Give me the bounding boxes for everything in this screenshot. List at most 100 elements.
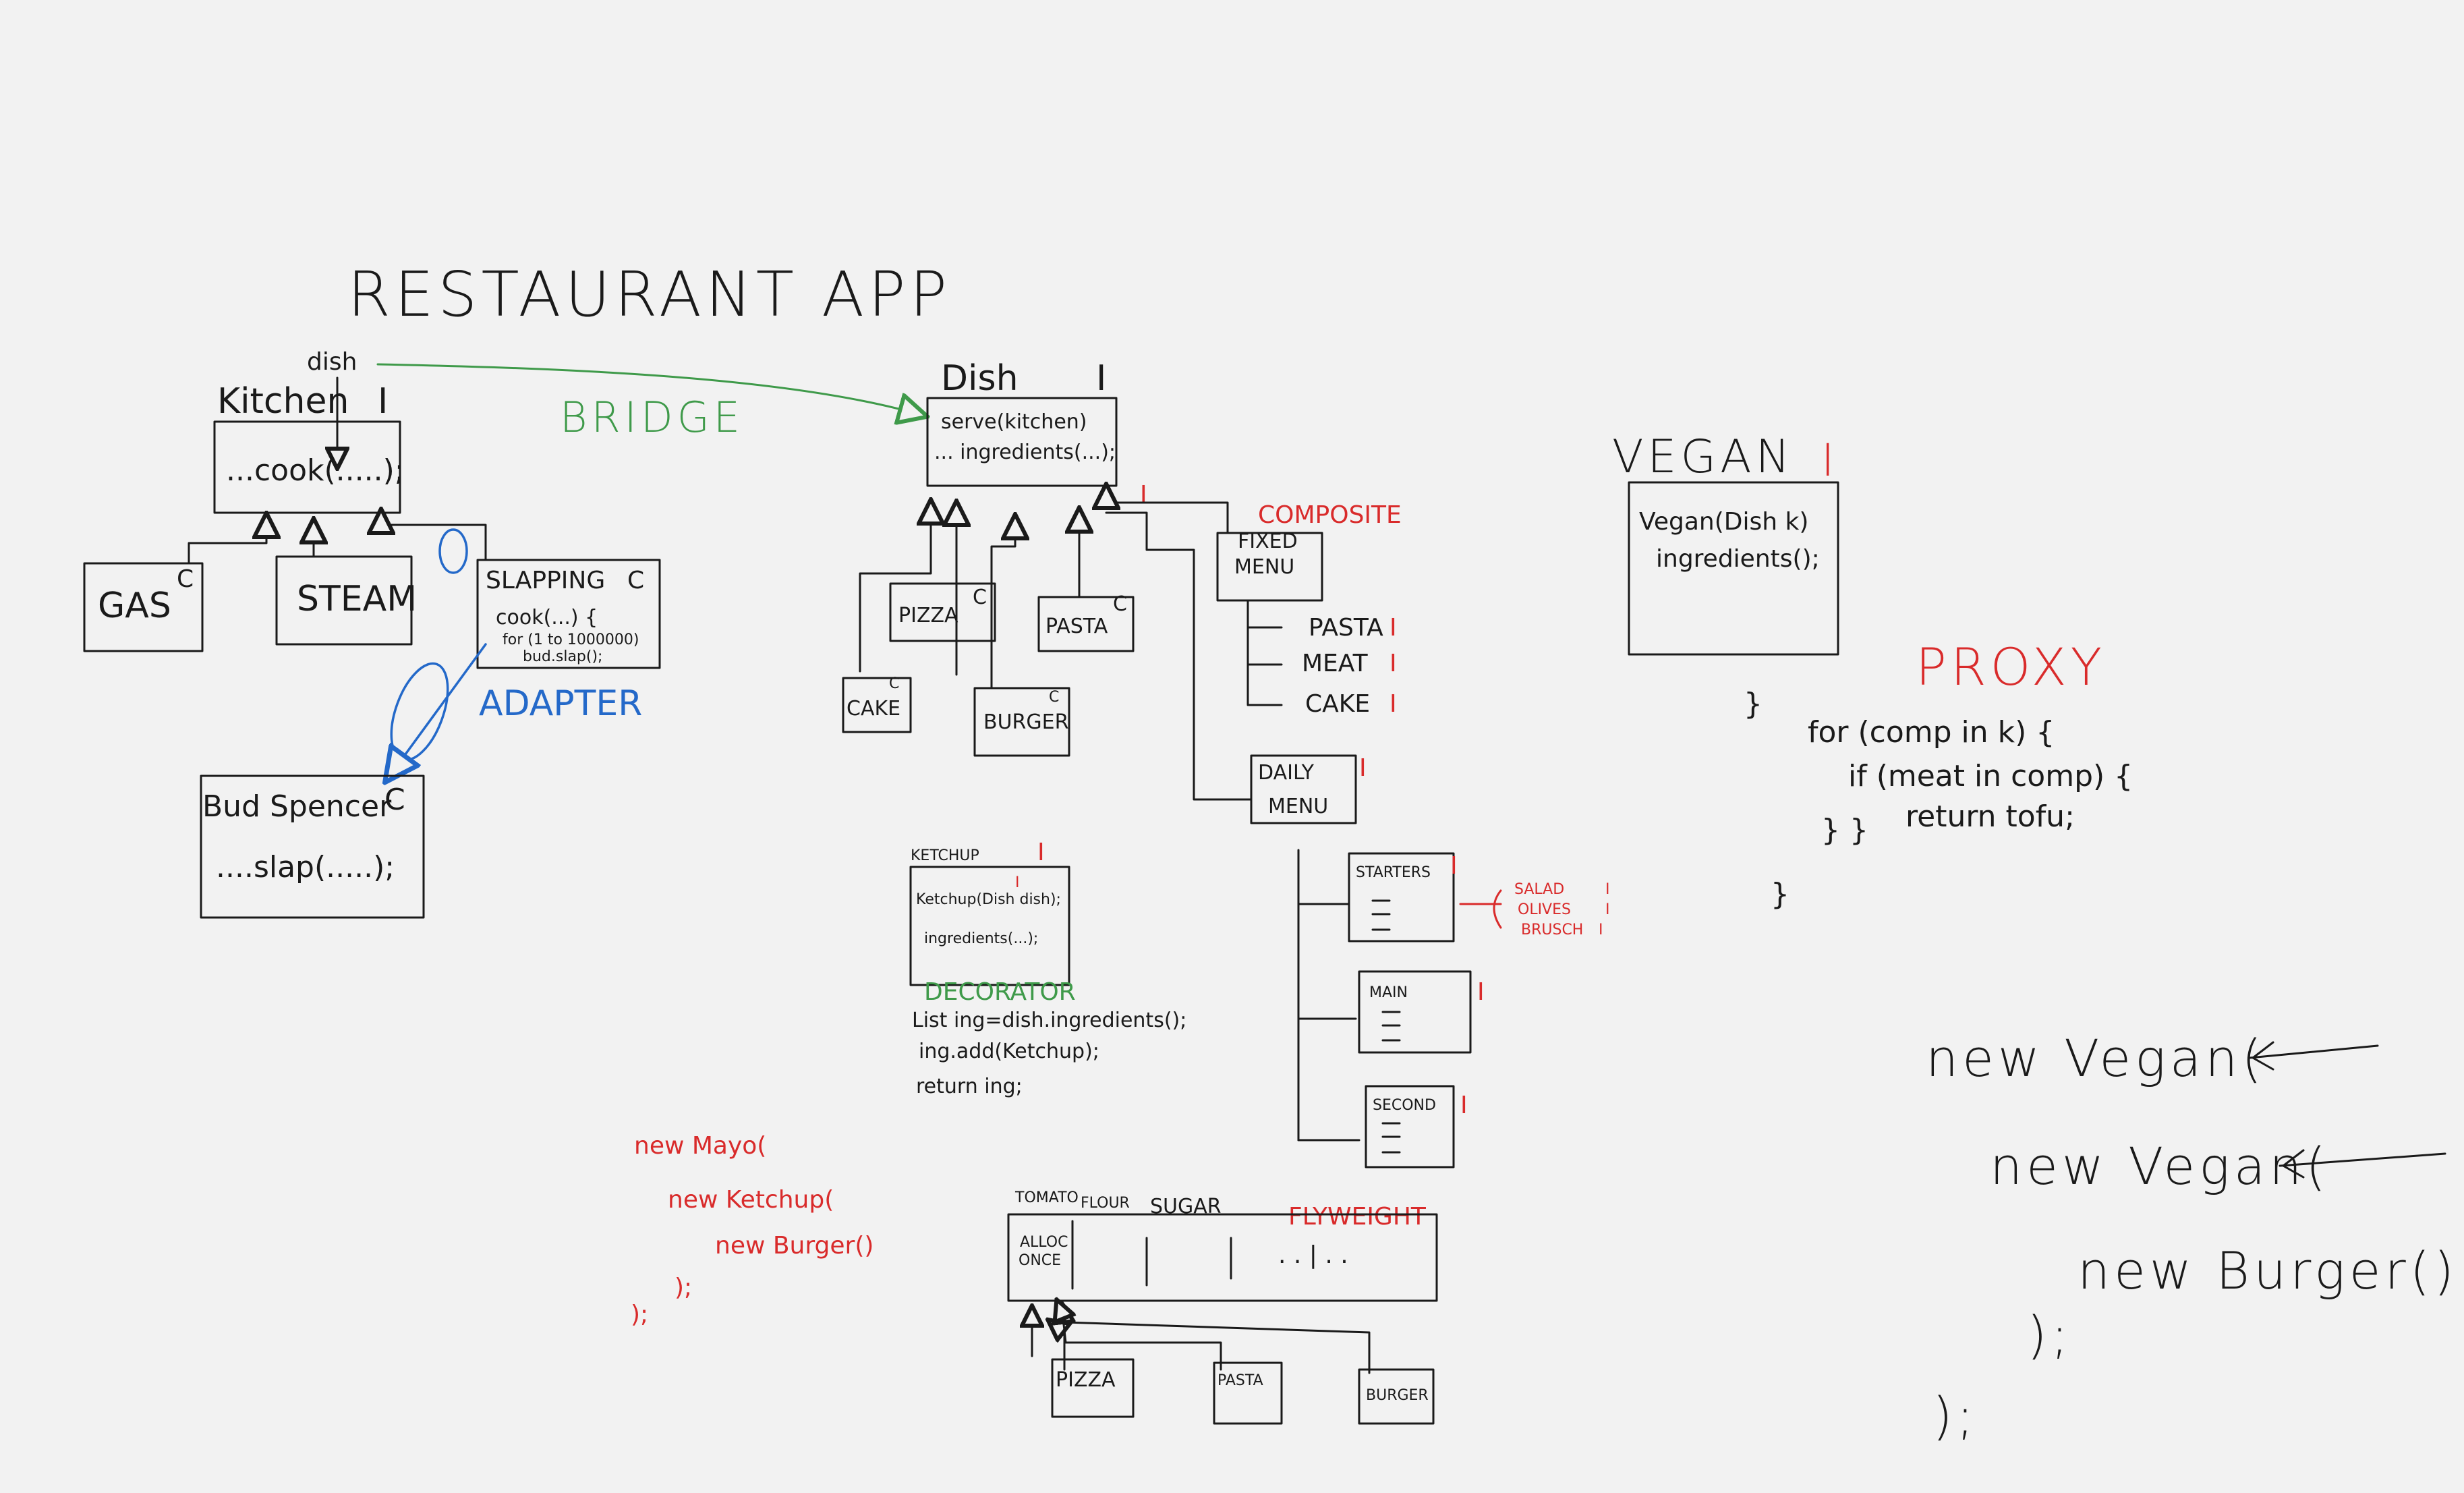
vegan-code-5: } (1744, 687, 1763, 721)
proxy-label: PROXY (1916, 637, 2106, 697)
kitchen-interface: dish Kitchen I ...cook(.....); (213, 348, 405, 514)
decorator-usage: new Mayo( new Ketchup( new Burger() ); )… (631, 1132, 873, 1328)
dish-method-serve: serve(kitchen) (941, 410, 1087, 434)
slapping-class: SLAPPING C cook(...) { for (1 to 1000000… (381, 521, 661, 669)
ketchup-method: ingredients(...); (924, 930, 1038, 947)
fixed-item-meat-st: I (1389, 650, 1397, 677)
slapping-line2: for (1 to 1000000) (503, 631, 639, 648)
fixed-item-pasta-st: I (1389, 614, 1397, 642)
starter-salad: SALAD (1514, 881, 1564, 898)
bridge-pattern: BRIDGE (376, 363, 914, 442)
ketchup-name: KETCHUP (911, 847, 979, 864)
slapping-stereotype: C (627, 567, 644, 594)
vegan-code-4: } } (1821, 813, 1868, 847)
vegan-code-3: return tofu; (1906, 799, 2075, 834)
vegan-method: ingredients(); (1656, 545, 1820, 573)
second-name: SECOND (1373, 1097, 1436, 1114)
flyweight-client-burger: BURGER (1366, 1387, 1429, 1404)
flyweight-ellipsis: . . | . . (1278, 1241, 1348, 1269)
fixed-item-meat: MEAT (1302, 650, 1369, 677)
flyweight-client-pasta: PASTA (1217, 1372, 1263, 1389)
daily-menu-stereotype: I (1359, 754, 1367, 782)
cake-class: CAKE C (842, 513, 956, 733)
slapping-line1: cook(...) { (496, 606, 598, 629)
kitchen-method: ...cook(.....); (226, 453, 405, 488)
cake-name: CAKE (847, 697, 900, 721)
starter-brusch: BRUSCH (1521, 922, 1583, 938)
ketchup-code-1: List ing=dish.ingredients(); (912, 1009, 1186, 1032)
ketchup-inner-st: I (1015, 874, 1020, 891)
ketchup-code-2: ing.add(Ketchup); (919, 1040, 1099, 1063)
kitchen-name: Kitchen (217, 381, 349, 422)
pasta-class: PASTA C (1037, 519, 1135, 652)
decorator-usage-4: ); (675, 1274, 692, 1301)
gas-class: GAS C (83, 525, 266, 652)
main-name: MAIN (1369, 984, 1408, 1001)
dish-impl-stereotype: I (1140, 481, 1147, 509)
bud-method: ....slap(.....); (216, 850, 395, 884)
flyweight-pattern: FLYWEIGHT TOMATO FLOUR SUGAR ALLOC ONCE … (1007, 1189, 1438, 1425)
burger-stereotype: C (1049, 689, 1059, 706)
burger-class: BURGER C (973, 526, 1070, 757)
starter-salad-st: I (1605, 881, 1610, 898)
dish-name: Dish (941, 358, 1019, 399)
main-stereotype: I (1477, 978, 1485, 1006)
flyweight-label: FLYWEIGHT (1288, 1203, 1427, 1231)
pasta-stereotype: C (1113, 592, 1127, 616)
decorator-usage-1: new Mayo( (634, 1132, 766, 1160)
proxy-usage-5: ); (1932, 1386, 1978, 1446)
vegan-stereotype: I (1821, 434, 1838, 486)
daily-menu-line2: MENU (1268, 795, 1328, 818)
bud-name: Bud Spencer (202, 789, 392, 824)
composite-pattern: COMPOSITE FIXED MENU PASTA I MEAT I CAKE… (1106, 496, 1402, 718)
vegan-code-6: } (1771, 877, 1789, 911)
ketchup-decorator: KETCHUP I I Ketchup(Dish dish); ingredie… (909, 839, 1186, 1098)
burger-name: BURGER (983, 710, 1068, 734)
dish-method-ingredients: ... ingredients(...); (934, 441, 1116, 464)
kitchen-param-label: dish (307, 348, 357, 376)
pasta-name: PASTA (1045, 615, 1108, 638)
decorator-usage-5: ); (631, 1301, 648, 1328)
starter-olives-st: I (1605, 901, 1610, 918)
starters-stereotype: I (1450, 852, 1458, 880)
vegan-proxy: VEGAN I Vegan(Dish k) ingredients(); PRO… (1612, 430, 2133, 911)
proxy-usage-4: ); (2027, 1305, 2072, 1365)
steam-class: STEAM (275, 530, 417, 646)
flyweight-col-tomato: TOMATO (1014, 1189, 1079, 1206)
ketchup-code-3: return ing; (916, 1075, 1023, 1098)
page-title: RESTAURANT APP (347, 258, 951, 331)
proxy-usage-3: new Burger() (2078, 1241, 2458, 1301)
ketchup-stereotype: I (1037, 839, 1045, 866)
composite-label: COMPOSITE (1258, 501, 1402, 529)
flyweight-client-pizza: PIZZA (1056, 1368, 1116, 1392)
bridge-label: BRIDGE (560, 393, 744, 442)
vegan-code-2: if (meat in comp) { (1848, 759, 2133, 793)
second-stereotype: I (1460, 1092, 1468, 1119)
gas-stereotype: C (177, 565, 194, 593)
pizza-class: PIZZA C (859, 511, 996, 673)
fixed-item-cake-st: I (1389, 690, 1397, 718)
flyweight-col-flour: FLOUR (1081, 1195, 1130, 1212)
vegan-code-1: for (comp in k) { (1808, 715, 2055, 750)
adapter-label: ADAPTER (479, 683, 642, 724)
gas-name: GAS (98, 586, 171, 626)
decorator-usage-2: new Ketchup( (668, 1186, 834, 1214)
bud-stereotype: C (384, 783, 405, 817)
decorator-label: DECORATOR (924, 978, 1076, 1006)
fixed-menu-line2: MENU (1234, 555, 1294, 579)
kitchen-stereotype: I (378, 381, 388, 422)
dish-interface: Dish I serve(kitchen) ... ingredients(..… (926, 358, 1147, 509)
slapping-name: SLAPPING (486, 567, 605, 594)
proxy-usage: new Vegan( new Vegan( new Burger() ); ); (1926, 1028, 2458, 1446)
bud-spencer-class: Bud Spencer C ....slap(.....); (200, 774, 425, 919)
vegan-ctor: Vegan(Dish k) (1639, 508, 1808, 536)
dish-stereotype: I (1096, 358, 1106, 399)
fixed-menu-line1: FIXED (1238, 530, 1298, 553)
steam-name: STEAM (297, 579, 417, 619)
starter-olives: OLIVES (1518, 901, 1571, 918)
fixed-item-cake: CAKE (1305, 690, 1370, 718)
daily-menu-line1: DAILY (1258, 761, 1315, 785)
pizza-name: PIZZA (898, 604, 958, 627)
pizza-stereotype: C (973, 586, 987, 609)
